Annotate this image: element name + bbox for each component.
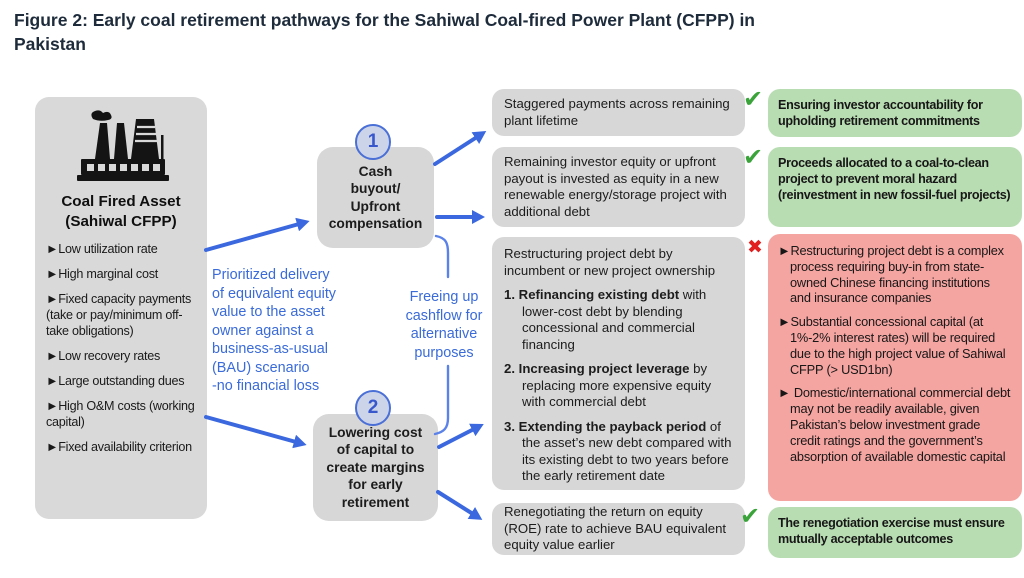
outcome-card-positive: Ensuring investor accountability for uph… (768, 89, 1022, 137)
outcome-card-positive: Proceeds allocated to a coal-to-clean pr… (768, 147, 1022, 227)
check-icon: ✔ (743, 86, 764, 113)
arrow-asset-to-pathway1 (204, 217, 310, 252)
risk-bullet: ►Substantial concessional capital (at 1%… (778, 314, 1006, 377)
asset-bullet: ►Fixed capacity payments (take or pay/mi… (46, 292, 192, 338)
note-freeing-cashflow: Freeing up cashflow for alternative purp… (405, 289, 483, 361)
mechanism-text: Renegotiating the return on equity (ROE)… (504, 504, 727, 553)
asset-bullet: ►High O&M costs (working capital) (46, 399, 195, 429)
mechanism-list-item: 1. Refinancing existing debt with lower-… (504, 287, 707, 352)
mechanism-text: Staggered payments across remaining plan… (504, 96, 730, 128)
mechanism-list-item: 2. Increasing project leverage by replac… (504, 361, 712, 409)
pathway-1-card: Cash buyout/ Upfront compensation (317, 147, 434, 248)
factory-icon (46, 107, 196, 188)
mechanism-text: Remaining investor equity or upfront pay… (504, 154, 727, 219)
arrow-pathway2-to-restructuring (437, 423, 484, 449)
check-icon: ✔ (743, 144, 764, 171)
cross-icon: ✖ (747, 237, 763, 258)
asset-bullet: ►High marginal cost (46, 267, 159, 281)
arrow-pathway2-to-renegotiation (436, 490, 483, 520)
check-icon: ✔ (740, 503, 761, 530)
asset-card-title: Coal Fired Asset (Sahiwal CFPP) (61, 193, 181, 230)
outcome-card-negative: ►Restructuring project debt is a complex… (768, 234, 1022, 501)
outcome-card-positive: The renegotiation exercise must ensure m… (768, 507, 1022, 558)
mechanism-intro: Restructuring project debt by incumbent … (504, 246, 716, 278)
pathway-2-card: Lowering cost of capital to create margi… (313, 414, 438, 521)
arrow-pathway1-to-staggered (433, 131, 487, 166)
asset-bullet: ►Low utilization rate (46, 242, 158, 256)
mechanism-equity-reinvestment-card: Remaining investor equity or upfront pay… (492, 147, 745, 227)
arrow-asset-to-pathway2 (204, 415, 307, 449)
risk-bullet: ►Restructuring project debt is a complex… (778, 243, 1004, 306)
pathway-1-number-badge: 1 (355, 124, 391, 160)
asset-bullet: ►Large outstanding dues (46, 374, 185, 388)
asset-bullet: ►Fixed availability criterion (46, 440, 192, 454)
figure-title: Figure 2: Early coal retirement pathways… (14, 10, 755, 54)
outcome-text: Ensuring investor accountability for uph… (778, 98, 983, 128)
pathway-2-number-badge: 2 (355, 390, 391, 426)
asset-bullet: ►Low recovery rates (46, 349, 161, 363)
mechanism-debt-restructuring-card: Restructuring project debt by incumbent … (492, 237, 745, 490)
note-equity-value: Prioritized delivery of equivalent equit… (212, 267, 337, 394)
risk-bullet: ► Domestic/international commercial debt… (778, 385, 1011, 464)
coal-asset-card: Coal Fired Asset (Sahiwal CFPP) ►Low uti… (35, 97, 207, 519)
outcome-text: The renegotiation exercise must ensure m… (778, 516, 1005, 546)
mechanism-staggered-payments-card: Staggered payments across remaining plan… (492, 89, 745, 136)
mechanism-list-item: 3. Extending the payback period of the a… (504, 418, 732, 484)
mechanism-roe-renegotiation-card: Renegotiating the return on equity (ROE)… (492, 503, 745, 555)
outcome-text: Proceeds allocated to a coal-to-clean pr… (778, 156, 1011, 202)
